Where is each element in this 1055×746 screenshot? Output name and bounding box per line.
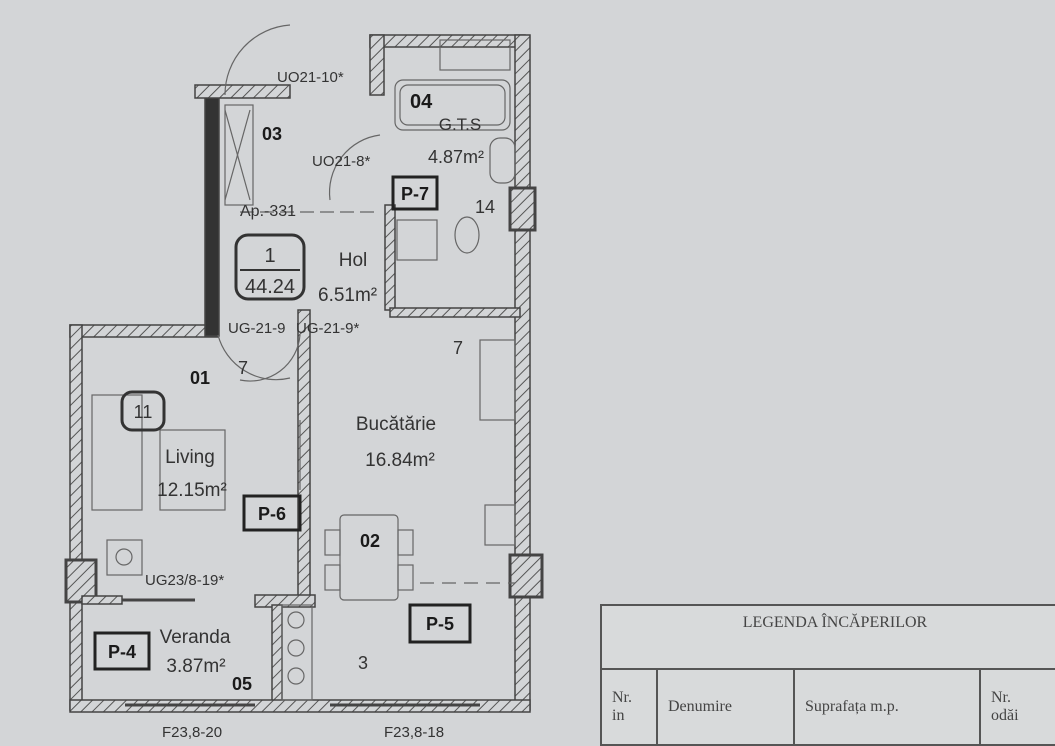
panel-tag: P-4 <box>93 631 151 671</box>
room-id: 04 <box>410 91 433 113</box>
fixtures <box>91 24 516 701</box>
door-code: UG23/8-19* <box>145 572 224 589</box>
svg-text:P-4: P-4 <box>108 642 136 662</box>
legend-col-area: Suprafața m.p. <box>793 668 981 746</box>
room-area: 16.84m² <box>365 450 435 471</box>
room-area: 6.51m² <box>318 285 377 306</box>
legend-col-nr: Nr. in <box>600 668 658 746</box>
mark: 14 <box>475 197 495 217</box>
door-code: UG-21-9 <box>228 320 286 337</box>
panel-tag: P-5 <box>408 603 472 644</box>
panel-tag: P-6 <box>242 494 302 532</box>
room-name: Veranda <box>160 627 231 648</box>
room-name: G.T.S <box>439 115 482 134</box>
room-id: 01 <box>190 368 210 388</box>
door-code: UO21-10* <box>277 69 344 86</box>
window-code: F23,8-20 <box>162 724 222 740</box>
legend-col-name: Denumire <box>656 668 795 746</box>
room-legend-table: LEGENDA ÎNCĂPERILOR Nr. in Denumire Supr… <box>600 604 1055 746</box>
door-code: UG-21-9* <box>296 320 360 337</box>
mark: 7 <box>238 358 248 378</box>
room-id: 05 <box>232 674 252 694</box>
legend-title: LEGENDA ÎNCĂPERILOR <box>600 604 1055 670</box>
apartment-code: Ap.-331 <box>240 203 296 220</box>
room-id: 03 <box>262 124 282 144</box>
svg-text:P-5: P-5 <box>426 614 454 634</box>
mark: 3 <box>358 653 368 673</box>
room-area: 12.15m² <box>157 480 227 501</box>
apartment-number: 1 <box>264 245 275 267</box>
window-code: F23,8-18 <box>384 724 444 740</box>
occupants-mark: 11 <box>134 402 153 422</box>
occupants-badge <box>120 390 166 432</box>
legend-col-rooms: Nr. odăi <box>979 668 1055 746</box>
svg-text:P-7: P-7 <box>401 184 429 204</box>
apartment-area: 44.24 <box>245 276 295 298</box>
room-area: 3.87m² <box>166 656 225 677</box>
apartment-badge: 1 44.24 <box>234 233 306 301</box>
room-name: Hol <box>339 250 368 271</box>
mark: 7 <box>453 338 463 358</box>
room-area: 4.87m² <box>428 147 484 167</box>
svg-text:P-6: P-6 <box>258 504 286 524</box>
room-name: Bucătărie <box>356 414 436 435</box>
walls <box>64 34 544 713</box>
panel-tag: P-7 <box>391 175 439 211</box>
room-id: 02 <box>360 531 380 551</box>
room-name: Living <box>165 447 215 468</box>
door-code: UO21-8* <box>312 153 371 170</box>
